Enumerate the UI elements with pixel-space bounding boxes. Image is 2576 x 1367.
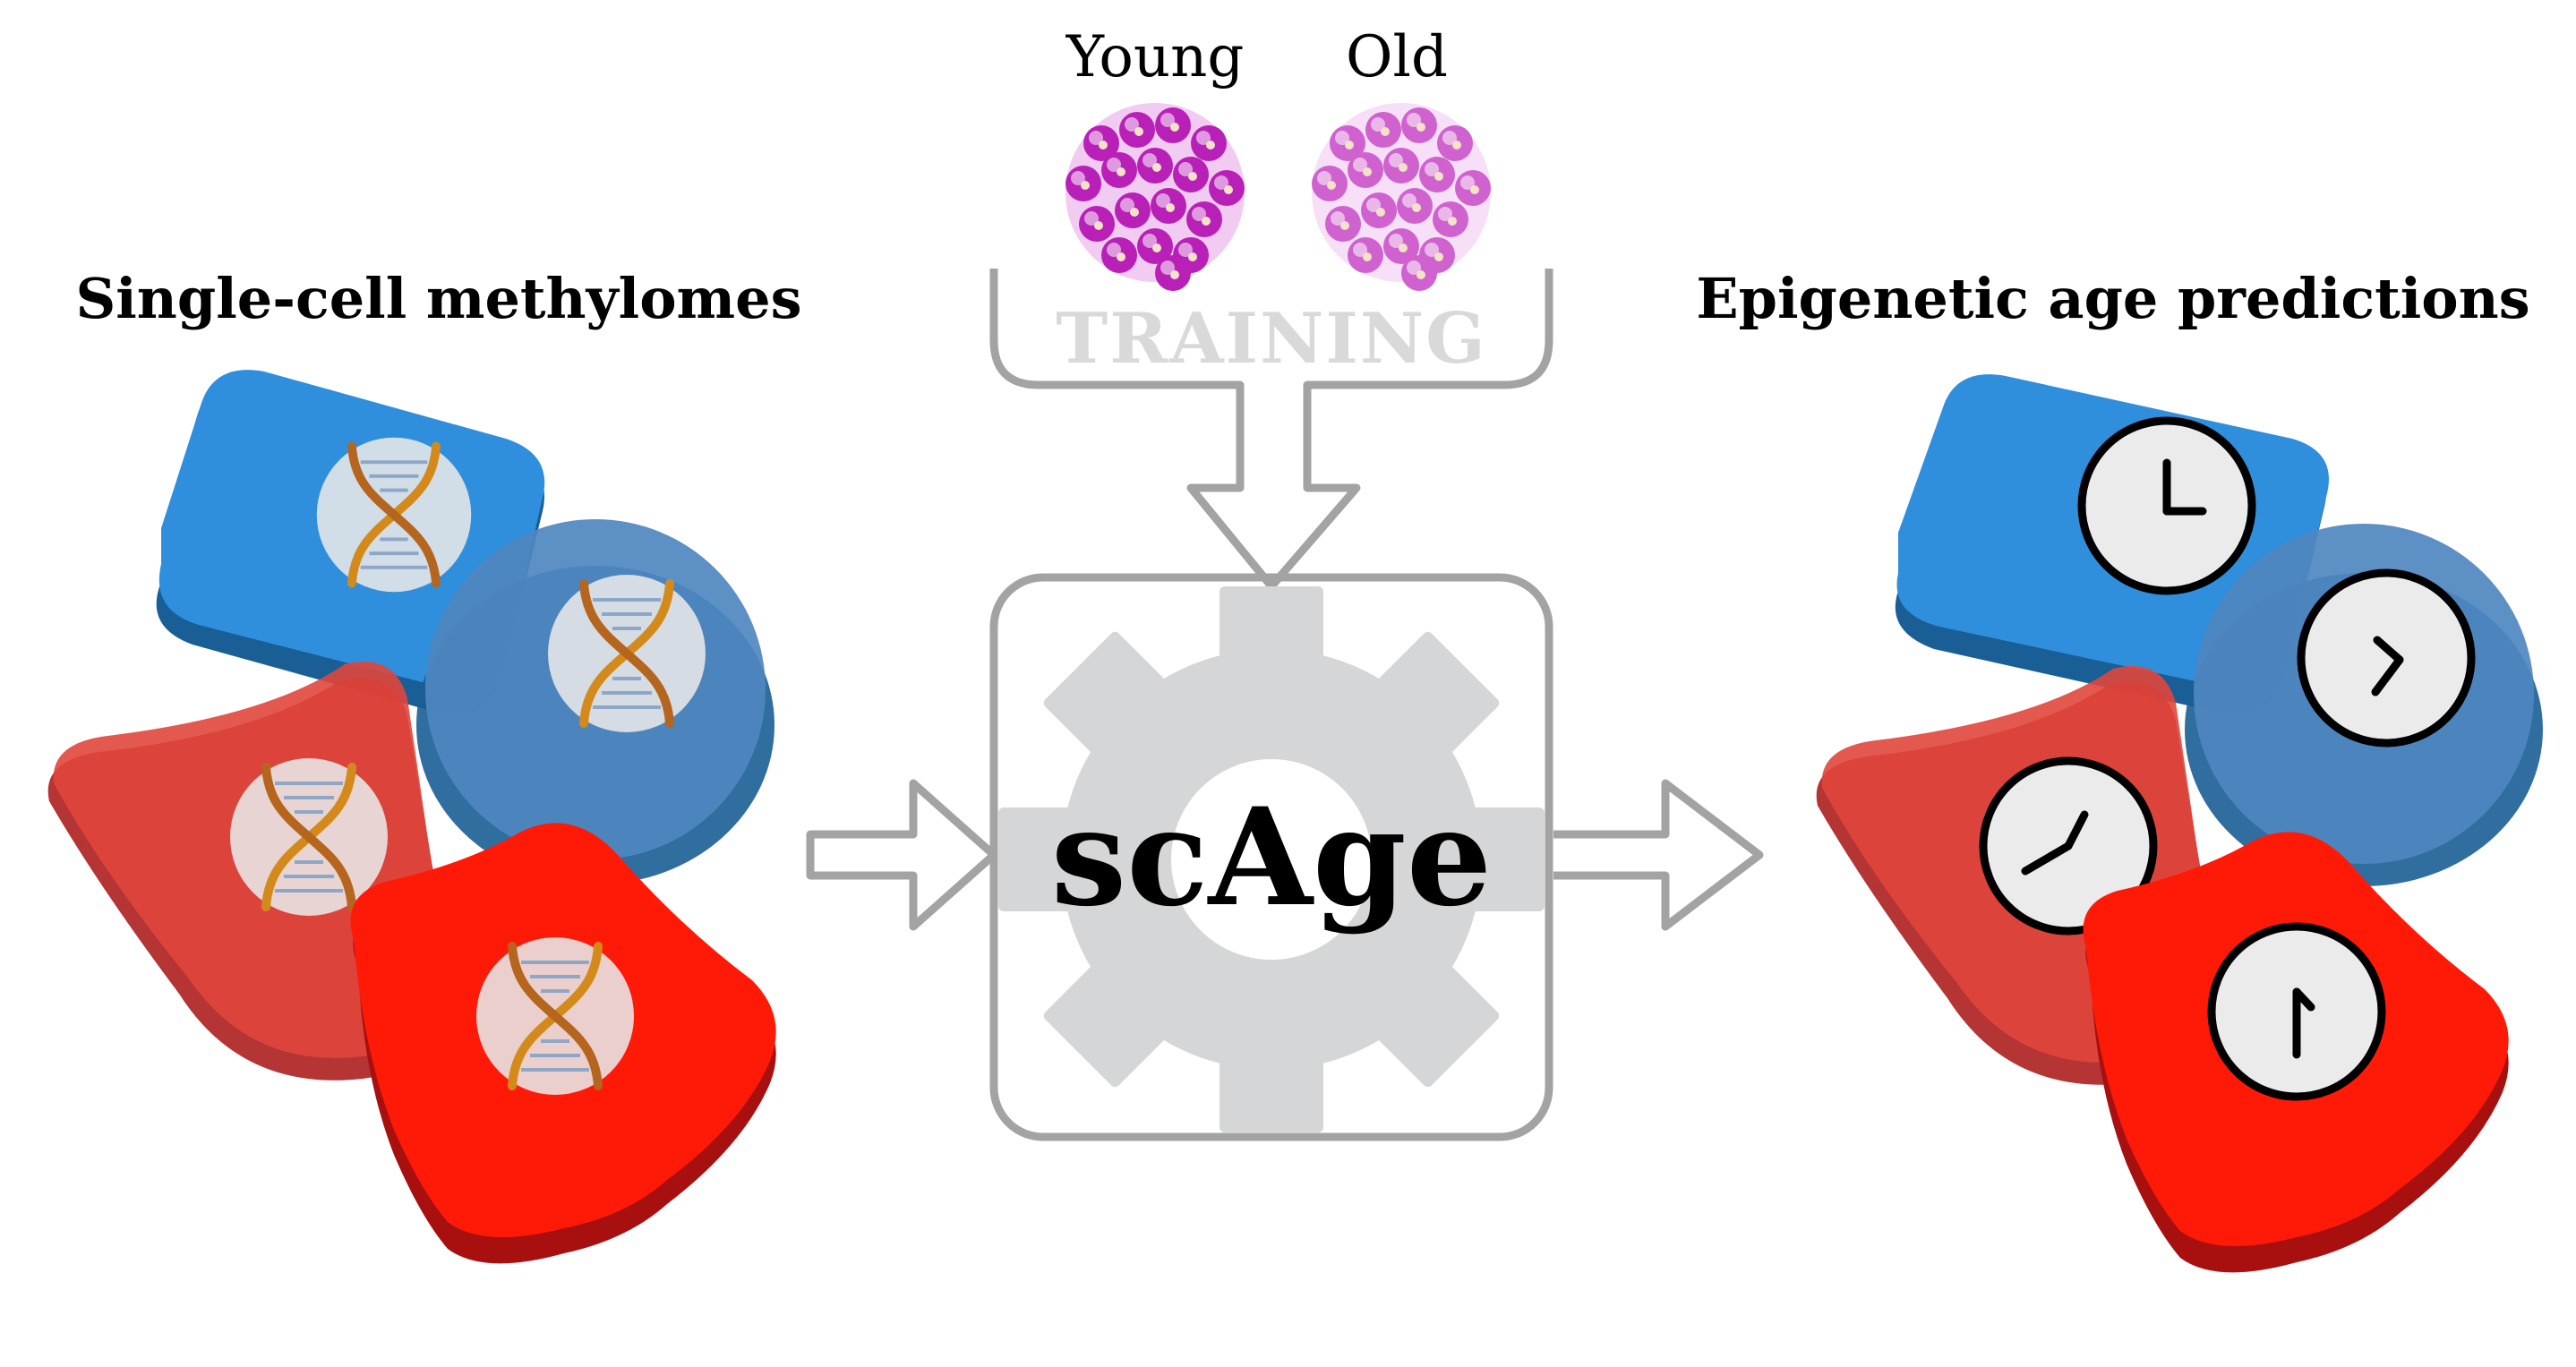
left-cell-blue-circle xyxy=(416,519,775,884)
right-cell-cluster xyxy=(1816,374,2543,1273)
left-cell-cluster xyxy=(47,370,776,1264)
left-cell-red-wedge xyxy=(47,662,448,1081)
right-cell-blue-circle xyxy=(2185,524,2543,886)
model-name: scAge xyxy=(1051,779,1492,936)
left-panel-title: Single-cell methylomes xyxy=(75,266,801,331)
dna-icon xyxy=(476,937,634,1095)
clock-icon xyxy=(2082,421,2252,591)
old-cell-cluster xyxy=(1312,103,1491,291)
old-label: Old xyxy=(1346,24,1448,90)
right-panel-title: Epigenetic age predictions xyxy=(1696,266,2529,331)
dna-icon xyxy=(548,575,706,732)
output-arrow xyxy=(1553,779,1764,931)
young-cell-cluster xyxy=(1065,103,1245,291)
dna-icon xyxy=(317,438,471,592)
right-cell-red-star xyxy=(2083,832,2509,1273)
training-label: TRAINING xyxy=(1056,298,1487,380)
young-label: Young xyxy=(1065,24,1245,90)
clock-icon xyxy=(2301,573,2471,743)
gear-icon xyxy=(998,586,1545,1132)
left-cell-red-star xyxy=(350,823,776,1264)
input-arrow xyxy=(806,779,998,931)
clock-icon xyxy=(1983,761,2153,931)
clock-icon xyxy=(2212,927,2382,1097)
